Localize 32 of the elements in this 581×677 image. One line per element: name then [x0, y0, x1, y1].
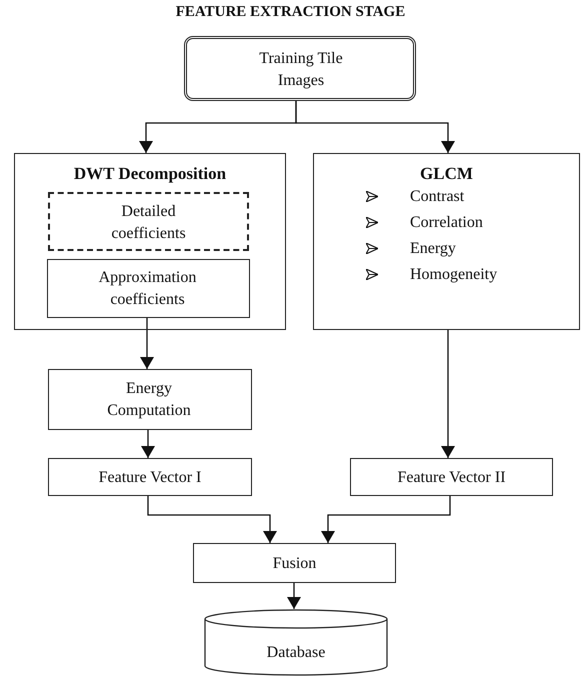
- group-box: [14, 153, 286, 330]
- list-item: Energy: [410, 239, 456, 258]
- group-heading: GLCM: [419, 164, 474, 183]
- list-item: Homogeneity: [410, 265, 498, 284]
- process-box: [193, 543, 396, 583]
- process-box: [48, 192, 249, 251]
- node-label: Fusion: [272, 554, 318, 573]
- node-label: Feature Vector II: [396, 468, 507, 487]
- node-label: Detailed coefficients: [110, 202, 187, 244]
- list-item: Contrast: [410, 187, 464, 206]
- process-box: [48, 369, 252, 430]
- arrow: [321, 496, 451, 543]
- process-box: [350, 458, 553, 496]
- list-item: Correlation: [410, 213, 483, 232]
- node-label: Training Tile Images: [258, 49, 344, 91]
- group-heading: DWT Decomposition: [72, 164, 228, 183]
- process-box: [48, 458, 252, 496]
- arrow: [295, 101, 455, 153]
- node-label: Database: [266, 643, 326, 662]
- node-label: Feature Vector I: [98, 468, 202, 487]
- group-box: [313, 153, 580, 330]
- arrow: [140, 318, 154, 369]
- node-label: Approximation coefficients: [98, 268, 198, 310]
- arrow: [141, 430, 155, 458]
- node-label: Energy Computation: [106, 379, 192, 421]
- arrow: [147, 496, 277, 543]
- process-box: [47, 259, 250, 318]
- start-box: [184, 36, 416, 101]
- arrow: [287, 583, 301, 609]
- diagram-title: FEATURE EXTRACTION STAGE: [174, 4, 406, 21]
- arrow: [441, 330, 455, 458]
- database-cylinder: [204, 609, 388, 676]
